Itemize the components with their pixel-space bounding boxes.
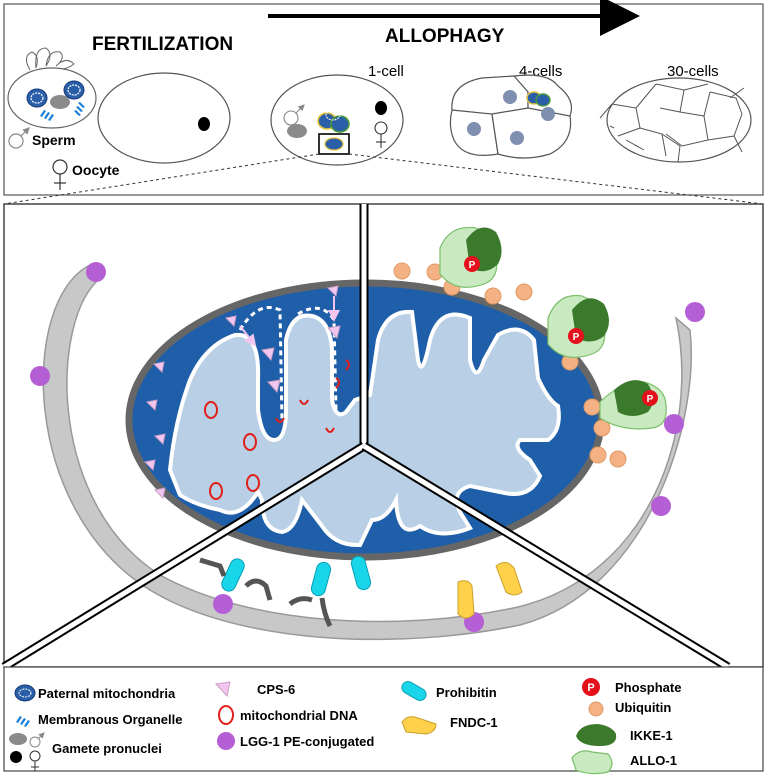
one-cell-label: 1-cell [368, 63, 404, 80]
female-symbol-icon [29, 750, 41, 771]
paternal-pronucleus [287, 124, 307, 138]
legend-ikke1: IKKE-1 [576, 724, 673, 746]
oocyte-pronucleus [198, 117, 210, 131]
paternal-mitochondrion [63, 80, 85, 100]
allo1-ikke1-complex: P [547, 294, 609, 358]
ubiquitin-icon [588, 701, 604, 717]
male-symbol-icon [283, 104, 305, 126]
female-symbol-icon [52, 159, 68, 190]
legend-label: Paternal mitochondria [38, 686, 176, 701]
legend-label: LGG-1 PE-conjugated [240, 734, 374, 749]
nucleus [467, 122, 481, 136]
fndc1-icon [401, 716, 437, 735]
legend-gamete-pronuclei: Gamete pronuclei [9, 732, 162, 771]
mtdna-marks [204, 359, 350, 500]
thirty-cell-embryo [599, 77, 752, 163]
legend-label: Membranous Organelle [38, 712, 182, 727]
thirty-cells-label: 30-cells [667, 63, 719, 80]
paternal-mitochondria-cluster [526, 91, 551, 107]
prohibitin-icon [401, 681, 427, 701]
legend-paternal-mitochondria: Paternal mitochondria [14, 684, 176, 702]
outer-membrane-fragments [199, 557, 333, 628]
svg-text:P: P [587, 682, 594, 694]
cps6-markers [143, 285, 341, 500]
phosphate-icon [568, 328, 584, 344]
lgg1-icon [217, 732, 235, 750]
legend-prohibitin: Prohibitin [401, 681, 497, 701]
sperm-cell [7, 47, 97, 129]
maternal-pronucleus [375, 101, 387, 115]
zoom-box [318, 133, 350, 155]
legend-phosphate: P Phosphate [582, 678, 681, 696]
oocyte-pronucleus-icon [10, 751, 22, 763]
oocyte-label: Oocyte [72, 162, 120, 178]
legend-label: Ubiquitin [615, 700, 671, 715]
zoom-line [3, 153, 320, 205]
oocyte-cell [97, 72, 231, 164]
legend-allo1: ALLO-1 [571, 750, 677, 775]
phosphate-icon [642, 390, 658, 406]
paternal-mitochondria-icon [14, 684, 36, 702]
legend-ubiquitin: Ubiquitin [588, 700, 671, 717]
sperm-pronucleus-icon [9, 733, 27, 745]
sperm-label: Sperm [32, 132, 76, 148]
prohibitin-markers [221, 555, 372, 597]
legend-label: CPS-6 [257, 682, 295, 697]
legend-label: Phosphate [615, 680, 681, 695]
sector-dividers [1, 204, 731, 671]
phosphate-icon [464, 256, 480, 272]
phosphate-icon [582, 678, 600, 696]
legend-fndc1: FNDC-1 [401, 715, 498, 735]
permeabilized-cristae [238, 306, 338, 421]
mtdna-icon [218, 705, 234, 725]
male-symbol-icon [8, 127, 30, 149]
ikke1-icon [576, 724, 617, 746]
legend-panel [3, 666, 764, 772]
legend-cps6: CPS-6 [214, 681, 295, 698]
legend-label: Gamete pronuclei [52, 741, 162, 756]
ubiquitin-markers [393, 262, 627, 468]
nucleus [510, 131, 524, 145]
fertilization-title: FERTILIZATION [92, 34, 233, 55]
legend-label: IKKE-1 [630, 728, 673, 743]
allo1-ikke1-complex: P [439, 226, 502, 288]
svg-text:P: P [573, 332, 580, 343]
female-symbol-icon [374, 121, 388, 148]
sperm-pronucleus [50, 95, 70, 109]
male-symbol-icon [29, 732, 45, 748]
nucleus [503, 90, 517, 104]
paternal-mitochondria-cluster [317, 109, 350, 133]
fndc1-markers [457, 562, 523, 619]
legend-label: Prohibitin [436, 685, 497, 700]
legend-lgg1: LGG-1 PE-conjugated [217, 732, 374, 750]
lgg1-markers [30, 262, 705, 632]
legend-membranous-organelle: Membranous Organelle [16, 712, 182, 727]
svg-text:P: P [469, 260, 476, 271]
legend-mtdna: mitochondrial DNA [218, 705, 358, 725]
cps6-icon [214, 681, 231, 698]
paternal-mitochondrion [26, 88, 48, 108]
allophagy-title: ALLOPHAGY [385, 26, 505, 47]
allo1-ikke1-complex: P [599, 380, 667, 430]
nucleus [541, 107, 555, 121]
legend-label: ALLO-1 [630, 753, 677, 768]
svg-text:P: P [647, 394, 654, 405]
legend-label: FNDC-1 [450, 715, 498, 730]
membranous-organelles [40, 102, 85, 121]
cps6-release-arrow [239, 325, 257, 347]
allo1-icon [571, 750, 613, 775]
membranous-organelle-icon [16, 716, 30, 727]
legend-label: mitochondrial DNA [240, 708, 358, 723]
